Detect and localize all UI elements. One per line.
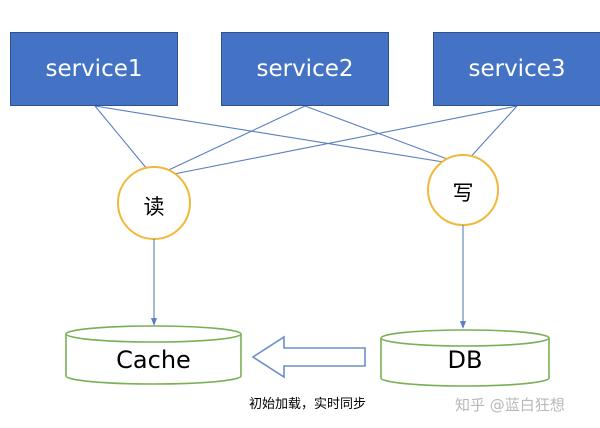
- arrow-service2-read: [157, 105, 306, 176]
- service1-label: service1: [45, 56, 143, 82]
- service3-box: service3: [433, 32, 600, 106]
- service3-label: service3: [468, 56, 566, 82]
- sync-arrow: [251, 335, 366, 379]
- cache-label: Cache: [116, 346, 191, 374]
- arrow-service3-write: [465, 105, 518, 163]
- db-label: DB: [447, 346, 483, 374]
- cache-cylinder: [65, 325, 242, 385]
- service1-box: service1: [10, 32, 178, 106]
- watermark-text: 知乎 @蓝白狂想: [455, 396, 565, 414]
- sync-caption: 初始加载，实时同步: [249, 397, 367, 412]
- read-label: 读: [143, 195, 165, 219]
- arrow-service1-write: [94, 105, 463, 167]
- service2-label: service2: [256, 56, 354, 82]
- db-cylinder: [380, 329, 550, 387]
- arrow-service1-read: [94, 105, 153, 176]
- arrow-service2-write: [304, 105, 459, 164]
- write-label: 写: [452, 181, 474, 205]
- service2-box: service2: [221, 32, 389, 106]
- arrow-service3-read: [163, 105, 518, 178]
